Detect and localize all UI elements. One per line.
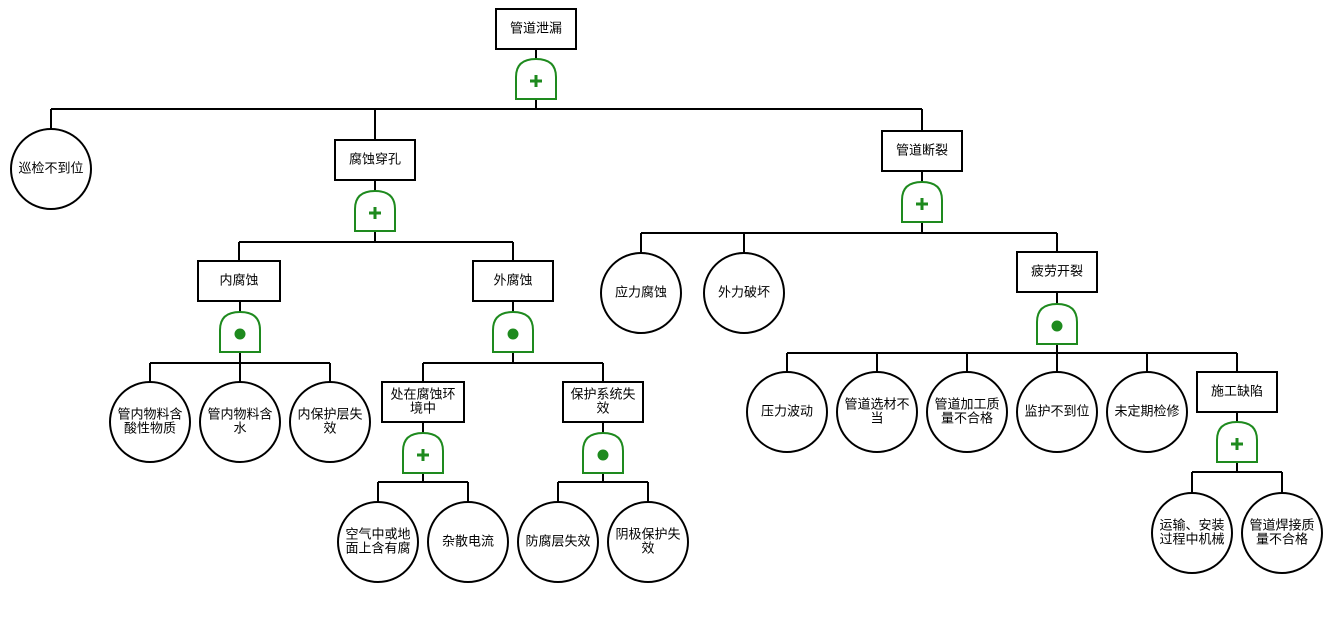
event-box: 腐蚀穿孔 <box>334 139 416 181</box>
node-label: 阴极保护失 <box>615 528 680 543</box>
node-label: 空气中或地 <box>345 527 410 543</box>
node-label: 应力腐蚀 <box>615 285 667 301</box>
node-label: 管道选材不 <box>844 398 909 413</box>
basic-event-circle: 压力波动 <box>746 371 828 453</box>
or-gate-icon <box>515 57 557 100</box>
node-label: 外力破坏 <box>718 286 770 301</box>
basic-event-circle: 未定期检修 <box>1106 371 1188 453</box>
basic-event-circle: 防腐层失效 <box>517 501 599 583</box>
node-label: 过程中机械 <box>1159 533 1224 548</box>
or-gate-icon <box>901 180 943 223</box>
node-label: 境中 <box>410 402 436 417</box>
node-label: 量不合格 <box>941 411 993 427</box>
node-label: 未定期检修 <box>1114 405 1179 420</box>
event-box: 施工缺陷 <box>1196 371 1278 413</box>
event-box: 外腐蚀 <box>472 260 554 302</box>
basic-event-circle: 杂散电流 <box>427 501 509 583</box>
node-label: 当 <box>870 412 883 427</box>
event-box: 管道断裂 <box>881 130 963 172</box>
node-label: 管道焊接质 <box>1249 518 1314 534</box>
node-label: 酸性物质 <box>124 422 176 437</box>
node-label: 外腐蚀 <box>493 274 532 289</box>
or-gate-icon <box>354 189 396 232</box>
and-gate-icon <box>1036 302 1078 345</box>
node-label: 管道加工质 <box>934 398 999 413</box>
node-label: 腐蚀穿孔 <box>349 152 401 168</box>
and-gate-icon <box>582 431 624 474</box>
node-label: 管道泄漏 <box>510 21 562 37</box>
basic-event-circle: 监护不到位 <box>1016 371 1098 453</box>
node-label: 内保护层失 <box>297 407 362 423</box>
node-label: 效 <box>641 542 654 557</box>
event-box: 内腐蚀 <box>197 260 281 302</box>
event-box: 疲劳开裂 <box>1016 251 1098 293</box>
node-label: 疲劳开裂 <box>1031 264 1083 280</box>
node-label: 面上含有腐 <box>345 541 410 557</box>
node-label: 监护不到位 <box>1024 405 1089 420</box>
node-label: 效 <box>323 422 336 437</box>
basic-event-circle: 外力破坏 <box>703 252 785 334</box>
or-gate-icon <box>1216 420 1258 463</box>
node-label: 巡检不到位 <box>18 162 83 177</box>
node-label: 处在腐蚀环 <box>390 388 455 403</box>
connector-lines <box>50 49 1283 502</box>
node-label: 施工缺陷 <box>1211 385 1263 400</box>
event-box: 管道泄漏 <box>495 8 577 50</box>
node-label: 管内物料含 <box>117 407 182 423</box>
basic-event-circle: 应力腐蚀 <box>600 252 682 334</box>
and-gate-icon <box>492 310 534 353</box>
node-label: 水 <box>233 422 246 437</box>
node-label: 管内物料含 <box>207 407 272 423</box>
basic-event-circle: 巡检不到位 <box>10 128 92 210</box>
node-label: 效 <box>596 402 609 417</box>
and-gate-icon <box>219 310 261 353</box>
node-label: 量不合格 <box>1256 532 1308 548</box>
node-label: 杂散电流 <box>442 535 494 550</box>
node-label: 压力波动 <box>761 405 813 420</box>
or-gate-icon <box>402 431 444 474</box>
node-label: 保护系统失 <box>570 388 635 403</box>
node-label: 防腐层失效 <box>525 534 590 550</box>
node-label: 管道断裂 <box>896 144 948 159</box>
node-label: 运输、安装 <box>1159 518 1224 534</box>
node-label: 内腐蚀 <box>219 273 258 289</box>
